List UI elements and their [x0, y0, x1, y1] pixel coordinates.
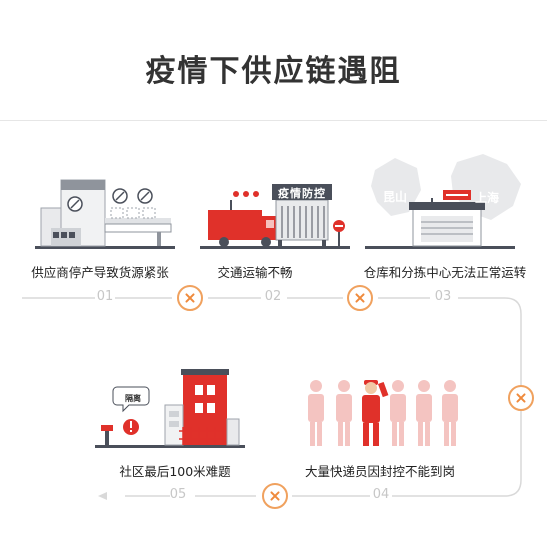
step-number-05: 05 — [169, 487, 187, 502]
step-number-01: 01 — [96, 289, 114, 304]
step-label-5: 社区最后100米难题 — [119, 464, 231, 479]
isolation-bubble: 隔离 — [125, 394, 141, 403]
page-title: 疫情下供应链遇阻 — [145, 54, 402, 89]
step-label-4: 大量快递员因封控不能到岗 — [304, 464, 455, 479]
truck-icon — [200, 184, 350, 249]
blocked-x-icon — [262, 483, 288, 509]
map-label-kunshan: 昆山 — [383, 190, 408, 204]
step-label-2: 交通运输不畅 — [217, 265, 293, 280]
step-label-3: 仓库和分拣中心无法正常运转 — [363, 265, 527, 280]
step-number-03: 03 — [434, 289, 452, 304]
step-label-1: 供应商停产导致货源紧张 — [31, 265, 169, 280]
community-building-icon — [95, 369, 245, 448]
checkpoint-sign: 疫情防控 — [278, 187, 326, 200]
couriers-icon — [308, 380, 458, 446]
title-divider — [0, 120, 547, 121]
blocked-x-icon — [508, 385, 534, 411]
blocked-x-icon — [347, 285, 373, 311]
step-number-04: 04 — [372, 487, 390, 502]
blocked-x-icon — [177, 285, 203, 311]
factory-icon — [35, 179, 175, 249]
step-number-02: 02 — [264, 289, 282, 304]
warehouse-icon — [365, 154, 521, 249]
map-label-shanghai: 上海 — [475, 191, 500, 205]
